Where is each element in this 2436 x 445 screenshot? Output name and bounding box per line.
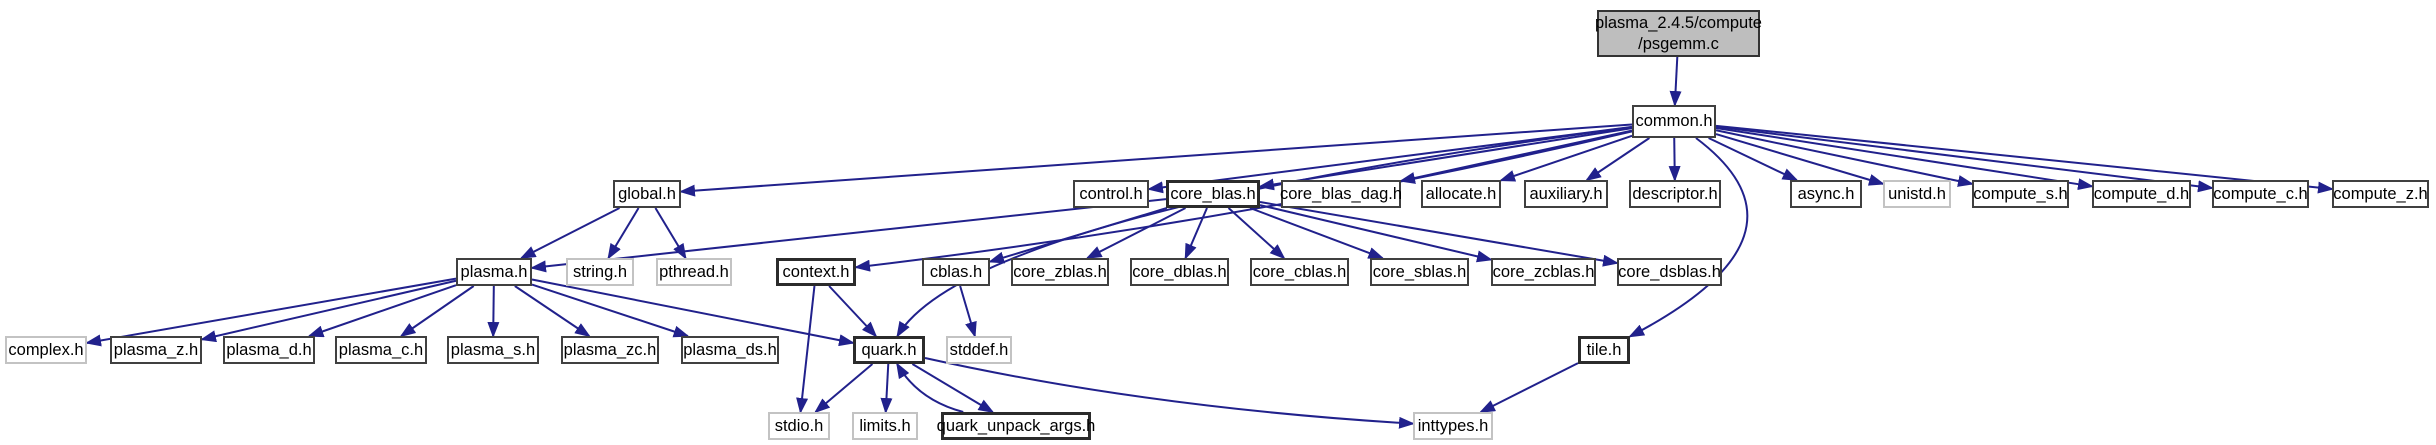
edge-common-to-tile — [1628, 137, 1749, 338]
edge-quark-to-stdio — [814, 363, 874, 414]
node-inttypes[interactable]: inttypes.h — [1413, 412, 1493, 440]
edge-psgemm-to-common — [1669, 56, 1682, 107]
edge-quark-to-limits — [880, 363, 893, 414]
edge-context-to-stdio — [796, 285, 816, 414]
node-global[interactable]: global.h — [613, 180, 681, 208]
node-tile[interactable]: tile.h — [1578, 336, 1630, 364]
edge-plasma-to-complex — [85, 277, 457, 347]
node-quark[interactable]: quark.h — [853, 336, 925, 364]
edge-quark-to-inttypes — [924, 357, 1415, 429]
node-stddef[interactable]: stddef.h — [946, 336, 1012, 364]
edge-plasma-to-plasma_z — [200, 279, 457, 343]
node-core_dsblas[interactable]: core_dsblas.h — [1617, 258, 1722, 286]
edge-quark_unpack_args-to-quark — [896, 362, 964, 413]
node-context[interactable]: context.h — [776, 258, 856, 286]
edge-core_blas-to-core_zblas — [1085, 207, 1186, 259]
node-plasma_s[interactable]: plasma_s.h — [447, 336, 539, 364]
edge-core_blas-to-core_sblas — [1249, 207, 1385, 259]
node-psgemm: plasma_2.4.5/compute /psgemm.c — [1595, 10, 1762, 57]
edge-common-to-global — [679, 123, 1633, 197]
node-plasma[interactable]: plasma.h — [456, 258, 532, 286]
node-descriptor[interactable]: descriptor.h — [1629, 180, 1721, 208]
node-control[interactable]: control.h — [1073, 180, 1149, 208]
edge-plasma-to-plasma_c — [399, 285, 475, 338]
edge-global-to-plasma — [519, 207, 620, 259]
edge-plasma-to-plasma_s — [487, 285, 500, 338]
node-plasma_zc[interactable]: plasma_zc.h — [561, 336, 659, 364]
edge-common-to-auxiliary — [1585, 137, 1650, 182]
node-limits[interactable]: limits.h — [852, 412, 918, 440]
edge-core_blas-to-core_cblas — [1227, 207, 1286, 260]
node-core_blas[interactable]: core_blas.h — [1166, 180, 1260, 208]
node-compute_d[interactable]: compute_d.h — [2092, 180, 2191, 208]
edge-plasma-to-plasma_d — [307, 284, 457, 338]
node-core_sblas[interactable]: core_sblas.h — [1370, 258, 1469, 286]
node-core_zblas[interactable]: core_zblas.h — [1011, 258, 1109, 286]
node-auxiliary[interactable]: auxiliary.h — [1524, 180, 1608, 208]
edge-common-to-context — [854, 130, 1633, 272]
node-string[interactable]: string.h — [566, 258, 634, 286]
node-stdio[interactable]: stdio.h — [768, 412, 830, 440]
node-core_dblas[interactable]: core_dblas.h — [1130, 258, 1229, 286]
node-unistd[interactable]: unistd.h — [1883, 180, 1951, 208]
node-plasma_d[interactable]: plasma_d.h — [223, 336, 315, 364]
edge-common-to-allocate — [1499, 134, 1633, 182]
edge-common-to-unistd — [1715, 133, 1885, 186]
edge-common-to-core_blas_dag — [1399, 129, 1633, 184]
node-async[interactable]: async.h — [1790, 180, 1862, 208]
edge-context-to-quark — [828, 285, 878, 338]
edge-common-to-quark — [896, 126, 1633, 338]
node-cblas[interactable]: cblas.h — [922, 258, 990, 286]
edge-quark-to-quark_unpack_args — [911, 363, 995, 414]
node-plasma_z[interactable]: plasma_z.h — [110, 336, 202, 364]
edge-cblas-to-stddef — [959, 285, 977, 338]
edge-core_blas-to-core_dsblas — [1259, 201, 1619, 267]
edge-common-to-compute_s — [1715, 129, 1974, 187]
edge-plasma-to-plasma_zc — [514, 285, 591, 338]
node-quark_unpack_args[interactable]: quark_unpack_args.h — [937, 412, 1095, 440]
node-plasma_c[interactable]: plasma_c.h — [335, 336, 427, 364]
edge-core_blas-to-cblas — [988, 207, 1168, 264]
edge-common-to-descriptor — [1668, 137, 1681, 182]
node-complex[interactable]: complex.h — [5, 336, 87, 364]
node-pthread[interactable]: pthread.h — [656, 258, 732, 286]
edge-common-to-compute_c — [1715, 125, 2214, 193]
node-allocate[interactable]: allocate.h — [1421, 180, 1501, 208]
edge-common-to-async — [1708, 137, 1799, 181]
edge-core_blas-to-core_dblas — [1184, 207, 1208, 260]
edge-core_blas-to-core_zcblas — [1259, 204, 1493, 263]
node-common[interactable]: common.h — [1632, 105, 1716, 138]
edge-global-to-string — [607, 207, 640, 260]
edge-common-to-compute_z — [1715, 124, 2334, 194]
node-compute_c[interactable]: compute_c.h — [2212, 180, 2309, 208]
edge-core_blas-to-plasma — [530, 198, 1167, 273]
node-compute_z[interactable]: compute_z.h — [2332, 180, 2429, 208]
edge-plasma-to-plasma_ds — [531, 283, 690, 338]
edge-tile-to-inttypes — [1479, 362, 1579, 413]
node-core_cblas[interactable]: core_cblas.h — [1250, 258, 1349, 286]
node-core_blas_dag[interactable]: core_blas_dag.h — [1280, 180, 1402, 208]
node-compute_s[interactable]: compute_s.h — [1972, 180, 2069, 208]
edge-plasma-to-quark — [531, 278, 855, 347]
node-plasma_ds[interactable]: plasma_ds.h — [681, 336, 779, 364]
node-core_zcblas[interactable]: core_zcblas.h — [1491, 258, 1596, 286]
edge-common-to-compute_d — [1715, 127, 2094, 191]
edge-global-to-pthread — [654, 207, 687, 260]
